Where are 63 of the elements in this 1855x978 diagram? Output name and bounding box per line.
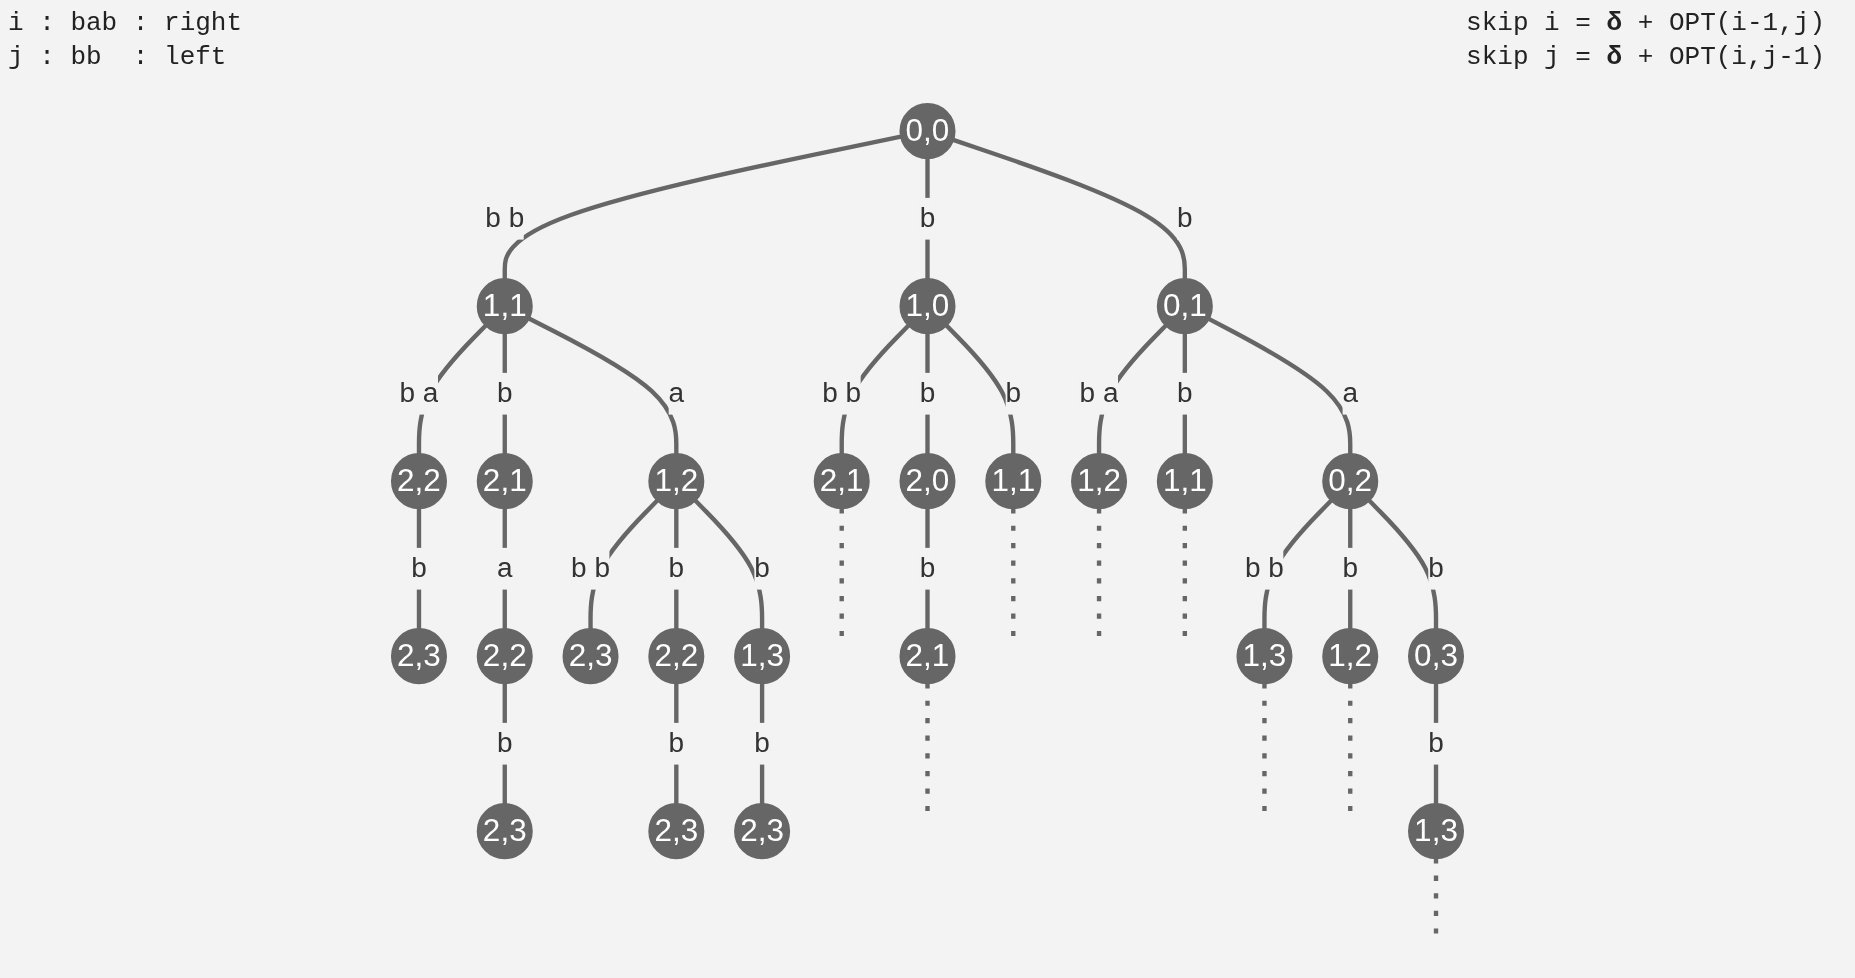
edge-label: b <box>411 552 427 583</box>
edge-label: a <box>1342 377 1359 408</box>
node-circle: 2,2 <box>648 628 705 685</box>
connector <box>527 316 679 454</box>
node-circle: 2,2 <box>390 453 447 510</box>
edge-label: b a <box>1079 377 1119 408</box>
edge-label: a <box>496 552 513 583</box>
connector <box>693 499 765 629</box>
note-text: i : bab : right <box>8 7 243 40</box>
edge-label: b <box>1342 552 1359 583</box>
connector <box>502 134 902 279</box>
node-circle: 1,0 <box>899 278 956 335</box>
node-circle: 1,2 <box>648 453 705 510</box>
note-text: skip j = δ + OPT(i,j-1) <box>1466 41 1825 74</box>
node-circle: 1,3 <box>1236 628 1293 685</box>
edge-label: b <box>668 727 685 758</box>
edge-label: b <box>919 202 936 233</box>
node-circle: 2,3 <box>648 803 705 860</box>
edge-label: b <box>1428 552 1444 583</box>
edge-label: b <box>496 377 513 408</box>
edge-label: b <box>1177 377 1193 408</box>
node-circle: 0,0 <box>899 103 956 160</box>
node-circle: 1,2 <box>1071 453 1128 510</box>
edge-label: b <box>1005 377 1022 408</box>
node-circle: 2,2 <box>476 628 533 685</box>
edge-label: b <box>1428 727 1444 758</box>
node-circle: 1,1 <box>985 453 1042 510</box>
node-circle: 2,3 <box>734 803 791 860</box>
node-circle: 2,3 <box>390 628 447 685</box>
node-circle: 0,3 <box>1408 628 1465 685</box>
node-circle: 0,2 <box>1322 453 1379 510</box>
node-circle: 2,3 <box>562 628 619 685</box>
node-circle: 1,2 <box>1322 628 1379 685</box>
node-circle: 2,1 <box>899 628 956 685</box>
connector <box>1433 858 1439 937</box>
note-text: j : bb : left <box>8 41 227 74</box>
edge-label: b <box>919 552 936 583</box>
edge-label: b <box>668 552 685 583</box>
node-circle: 2,3 <box>476 803 533 860</box>
node-circle: 2,1 <box>813 453 870 510</box>
edge-label: b <box>919 377 936 408</box>
edge-label: b <box>754 552 770 583</box>
connector <box>944 324 1016 454</box>
edge-label: b <box>754 727 770 758</box>
edge-label: b <box>496 727 513 758</box>
node-circle: 0,1 <box>1156 278 1213 335</box>
node-circle: 1,3 <box>734 628 791 685</box>
node-circle: 1,3 <box>1408 803 1465 860</box>
edge-label: b a <box>399 377 439 408</box>
edge-label: b b <box>485 202 525 233</box>
node-circle: 1,1 <box>1156 453 1213 510</box>
edge-label: b b <box>571 552 610 583</box>
edge-label: a <box>668 377 685 408</box>
edge-label: b b <box>822 377 862 408</box>
edge-label: b <box>1177 202 1193 233</box>
note-text: skip i = δ + OPT(i-1,j) <box>1466 7 1825 40</box>
node-circle: 2,1 <box>476 453 533 510</box>
connector <box>1367 499 1439 629</box>
node-circle: 2,0 <box>899 453 956 510</box>
node-circle: 1,1 <box>476 278 533 335</box>
connector <box>952 137 1187 279</box>
connector <box>1207 316 1353 454</box>
edge-label: b b <box>1245 552 1284 583</box>
